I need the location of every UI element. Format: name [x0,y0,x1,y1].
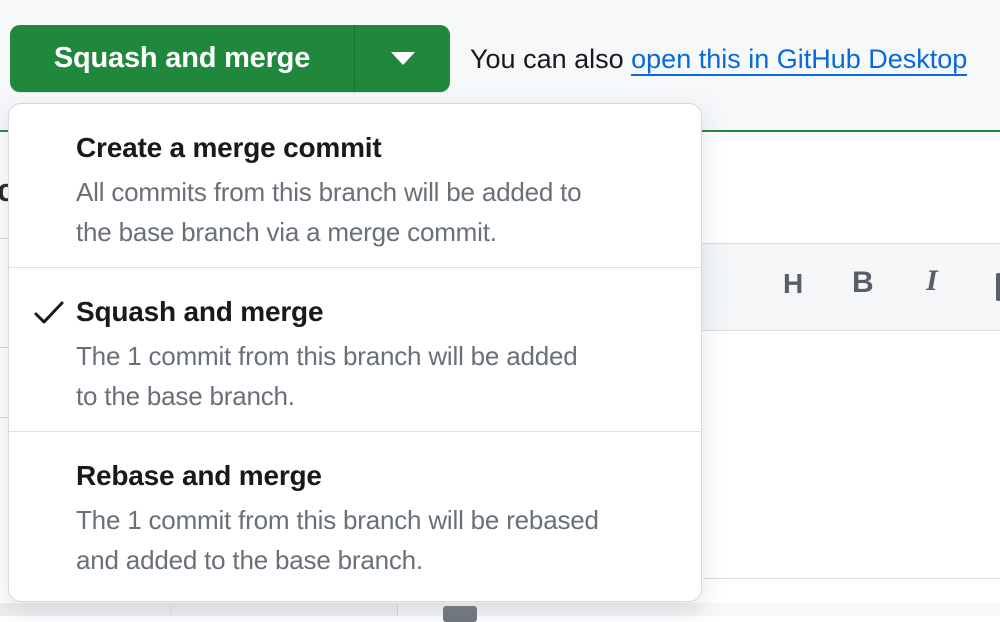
menu-item-title: Create a merge commit [76,132,382,163]
footer-segment [703,603,1000,616]
menu-item-squash-and-merge[interactable]: Squash and merge The 1 commit from this … [9,267,701,431]
heading-icon[interactable]: H [783,268,804,299]
merge-options-toggle[interactable] [355,25,450,92]
bold-icon[interactable]: B [852,266,874,299]
comment-box-bottom-border [704,578,1000,579]
menu-item-description: The 1 commit from this branch will be ad… [76,341,578,411]
squash-and-merge-button[interactable]: Squash and merge [10,25,355,92]
clipped-toolbar-icon[interactable] [996,273,1000,301]
footer-divider [170,603,171,616]
merge-options-menu: Create a merge commit All commits from t… [8,103,702,602]
chevron-down-icon [390,52,415,65]
menu-item-title: Rebase and merge [76,460,322,491]
open-in-github-desktop-link[interactable]: open this in GitHub Desktop [631,44,968,76]
check-icon [34,301,64,324]
menu-item-description: All commits from this branch will be add… [76,177,582,247]
background-box-border [0,347,8,348]
background-box-border [0,238,8,239]
merge-split-button: Squash and merge [10,25,450,92]
hint-prefix-text: You can also [470,44,632,74]
comment-box-footer [0,603,1000,616]
menu-item-title: Squash and merge [76,296,324,327]
menu-item-description: The 1 commit from this branch will be re… [76,505,599,575]
desktop-hint: You can also open this in GitHub Desktop [470,44,968,76]
menu-item-rebase-and-merge[interactable]: Rebase and merge The 1 commit from this … [9,431,701,595]
background-box-border [0,417,8,418]
menu-item-create-merge-commit[interactable]: Create a merge commit All commits from t… [9,104,701,267]
markdown-icon[interactable] [443,606,477,622]
italic-icon[interactable]: I [926,264,938,297]
